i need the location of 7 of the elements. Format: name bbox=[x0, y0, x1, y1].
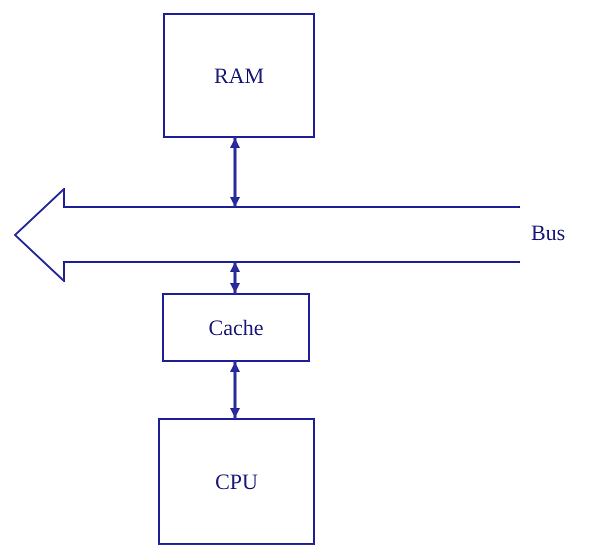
cache-box: Cache bbox=[162, 293, 310, 362]
arrow bbox=[230, 262, 240, 293]
arrow bbox=[230, 362, 240, 418]
bus-label: Bus bbox=[531, 220, 566, 246]
arrow bbox=[230, 138, 240, 207]
memory-box: RAM bbox=[163, 13, 315, 138]
processor-box: CPU bbox=[158, 418, 315, 545]
